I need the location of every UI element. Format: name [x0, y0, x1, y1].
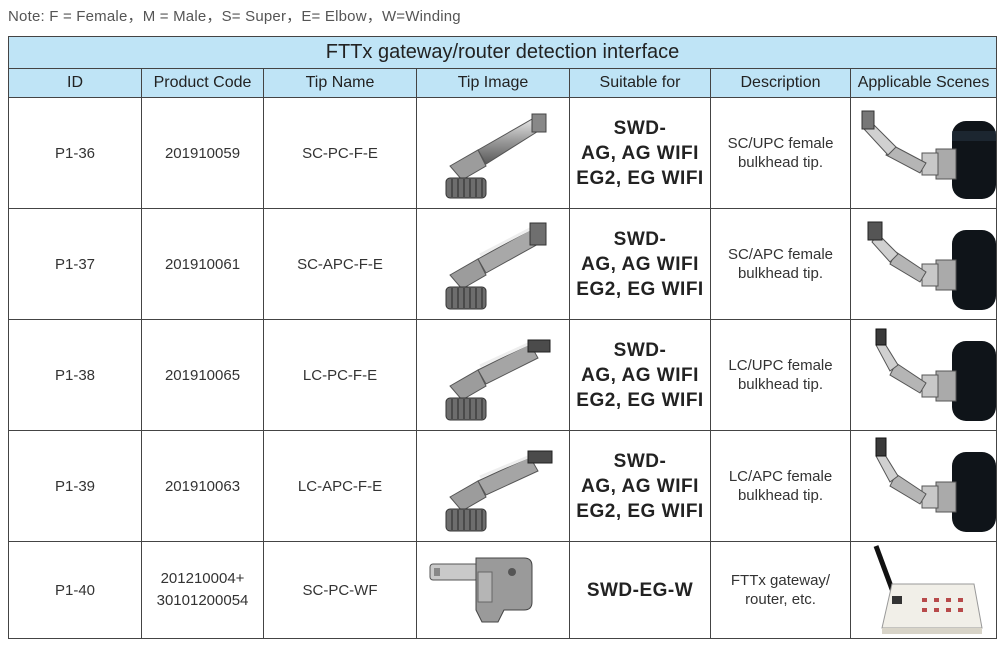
cell-product-code: 201210004+ 30101200054 — [141, 541, 264, 639]
cell-tip-image — [416, 319, 570, 431]
cell-tip-image — [416, 541, 570, 639]
suitable-line: SWD- — [613, 450, 667, 472]
cell-product-code: 201910059 — [141, 97, 264, 209]
cell-description: SC/UPC female bulkhead tip. — [710, 97, 851, 209]
description-line: router, etc. — [745, 591, 816, 608]
cell-description: LC/APC female bulkhead tip. — [710, 430, 851, 542]
cell-id: P1-40 — [8, 541, 142, 639]
description-line: bulkhead tip. — [737, 154, 824, 171]
cell-tip-name: LC-APC-F-E — [263, 430, 417, 542]
product-code-line: 30101200054 — [156, 592, 249, 609]
cell-suitable-for: SWD- AG, AG WIFI EG2, EG WIFI — [569, 430, 711, 542]
description-line: bulkhead tip. — [737, 487, 824, 504]
suitable-line: AG, AG WIFI — [581, 253, 699, 275]
cell-applicable-scenes — [849, 319, 998, 431]
elbow-lc-tip-image — [420, 437, 566, 535]
suitable-line: AG, AG WIFI — [581, 475, 699, 497]
description-line: FTTx gateway/ — [730, 572, 831, 589]
table-row: P1-36 201910059 SC-PC-F-E — [8, 97, 998, 209]
header-row: ID Product Code Tip Name Tip Image Suita… — [8, 68, 998, 98]
router-port-scene-image — [852, 544, 996, 636]
header-applicable-scenes: Applicable Scenes — [849, 68, 998, 98]
table-row: P1-37 201910061 SC-APC-F-E — [8, 208, 998, 320]
product-code-line: 201910061 — [164, 255, 241, 273]
cell-product-code: 201910065 — [141, 319, 264, 431]
cell-description: FTTx gateway/ router, etc. — [710, 541, 851, 639]
cell-applicable-scenes — [849, 97, 998, 209]
cell-tip-image — [416, 430, 570, 542]
cell-id: P1-39 — [8, 430, 142, 542]
cell-tip-name: LC-PC-F-E — [263, 319, 417, 431]
suitable-line: EG2, EG WIFI — [576, 278, 704, 300]
product-code-line: 201210004+ — [160, 570, 245, 587]
winding-tip-image — [420, 546, 566, 634]
elbow-sc-tip-image — [420, 215, 566, 313]
header-description: Description — [710, 68, 851, 98]
cell-tip-name: SC-PC-F-E — [263, 97, 417, 209]
elbow-tip-scene-image — [852, 212, 996, 316]
elbow-lc-tip-image — [420, 326, 566, 424]
description-line: SC/UPC female — [727, 135, 834, 152]
table-row: P1-40 201210004+ 30101200054 SC-PC-WF — [8, 541, 998, 639]
description-line: LC/UPC female — [728, 357, 833, 374]
cell-tip-name: SC-PC-WF — [263, 541, 417, 639]
cell-id: P1-38 — [8, 319, 142, 431]
suitable-line: SWD- — [613, 339, 667, 361]
header-suitable-for: Suitable for — [569, 68, 711, 98]
cell-suitable-for: SWD- AG, AG WIFI EG2, EG WIFI — [569, 97, 711, 209]
suitable-line: EG2, EG WIFI — [576, 500, 704, 522]
cell-description: SC/APC female bulkhead tip. — [710, 208, 851, 320]
description-line: bulkhead tip. — [737, 376, 824, 393]
suitable-line: EG2, EG WIFI — [576, 389, 704, 411]
header-product-code: Product Code — [141, 68, 264, 98]
cell-suitable-for: SWD- AG, AG WIFI EG2, EG WIFI — [569, 319, 711, 431]
header-tip-image: Tip Image — [416, 68, 570, 98]
description-line: bulkhead tip. — [737, 265, 824, 282]
cell-suitable-for: SWD-EG-W — [569, 541, 711, 639]
suitable-line: AG, AG WIFI — [581, 364, 699, 386]
cell-description: LC/UPC female bulkhead tip. — [710, 319, 851, 431]
cell-suitable-for: SWD- AG, AG WIFI EG2, EG WIFI — [569, 208, 711, 320]
suitable-line: AG, AG WIFI — [581, 142, 699, 164]
cell-tip-name: SC-APC-F-E — [263, 208, 417, 320]
table-title: FTTx gateway/router detection interface — [7, 36, 998, 69]
table-row: P1-39 201910063 LC-APC-F-E — [8, 430, 998, 542]
header-id: ID — [8, 68, 142, 98]
cell-tip-image — [416, 97, 570, 209]
suitable-line: EG2, EG WIFI — [576, 167, 704, 189]
description-line: SC/APC female — [727, 246, 834, 263]
elbow-tip-scene-image — [852, 323, 996, 427]
cell-applicable-scenes — [849, 541, 998, 639]
cell-product-code: 201910063 — [141, 430, 264, 542]
suitable-line: SWD-EG-W — [586, 579, 694, 601]
product-code-line: 201910063 — [164, 477, 241, 495]
header-tip-name: Tip Name — [263, 68, 417, 98]
product-table: FTTx gateway/router detection interface … — [7, 36, 998, 639]
table-row: P1-38 201910065 LC-PC-F-E — [8, 319, 998, 431]
elbow-tip-scene-image — [852, 101, 996, 205]
cell-product-code: 201910061 — [141, 208, 264, 320]
product-code-line: 201910065 — [164, 366, 241, 384]
cell-applicable-scenes — [849, 430, 998, 542]
cell-id: P1-37 — [8, 208, 142, 320]
suitable-line: SWD- — [613, 117, 667, 139]
elbow-sc-tip-image — [420, 104, 566, 202]
description-line: LC/APC female — [728, 468, 833, 485]
elbow-tip-scene-image — [852, 434, 996, 538]
suitable-line: SWD- — [613, 228, 667, 250]
cell-tip-image — [416, 208, 570, 320]
product-code-line: 201910059 — [164, 144, 241, 162]
note-text: Note: F = Female，M = Male，S= Super，E= El… — [8, 8, 461, 25]
cell-applicable-scenes — [849, 208, 998, 320]
cell-id: P1-36 — [8, 97, 142, 209]
